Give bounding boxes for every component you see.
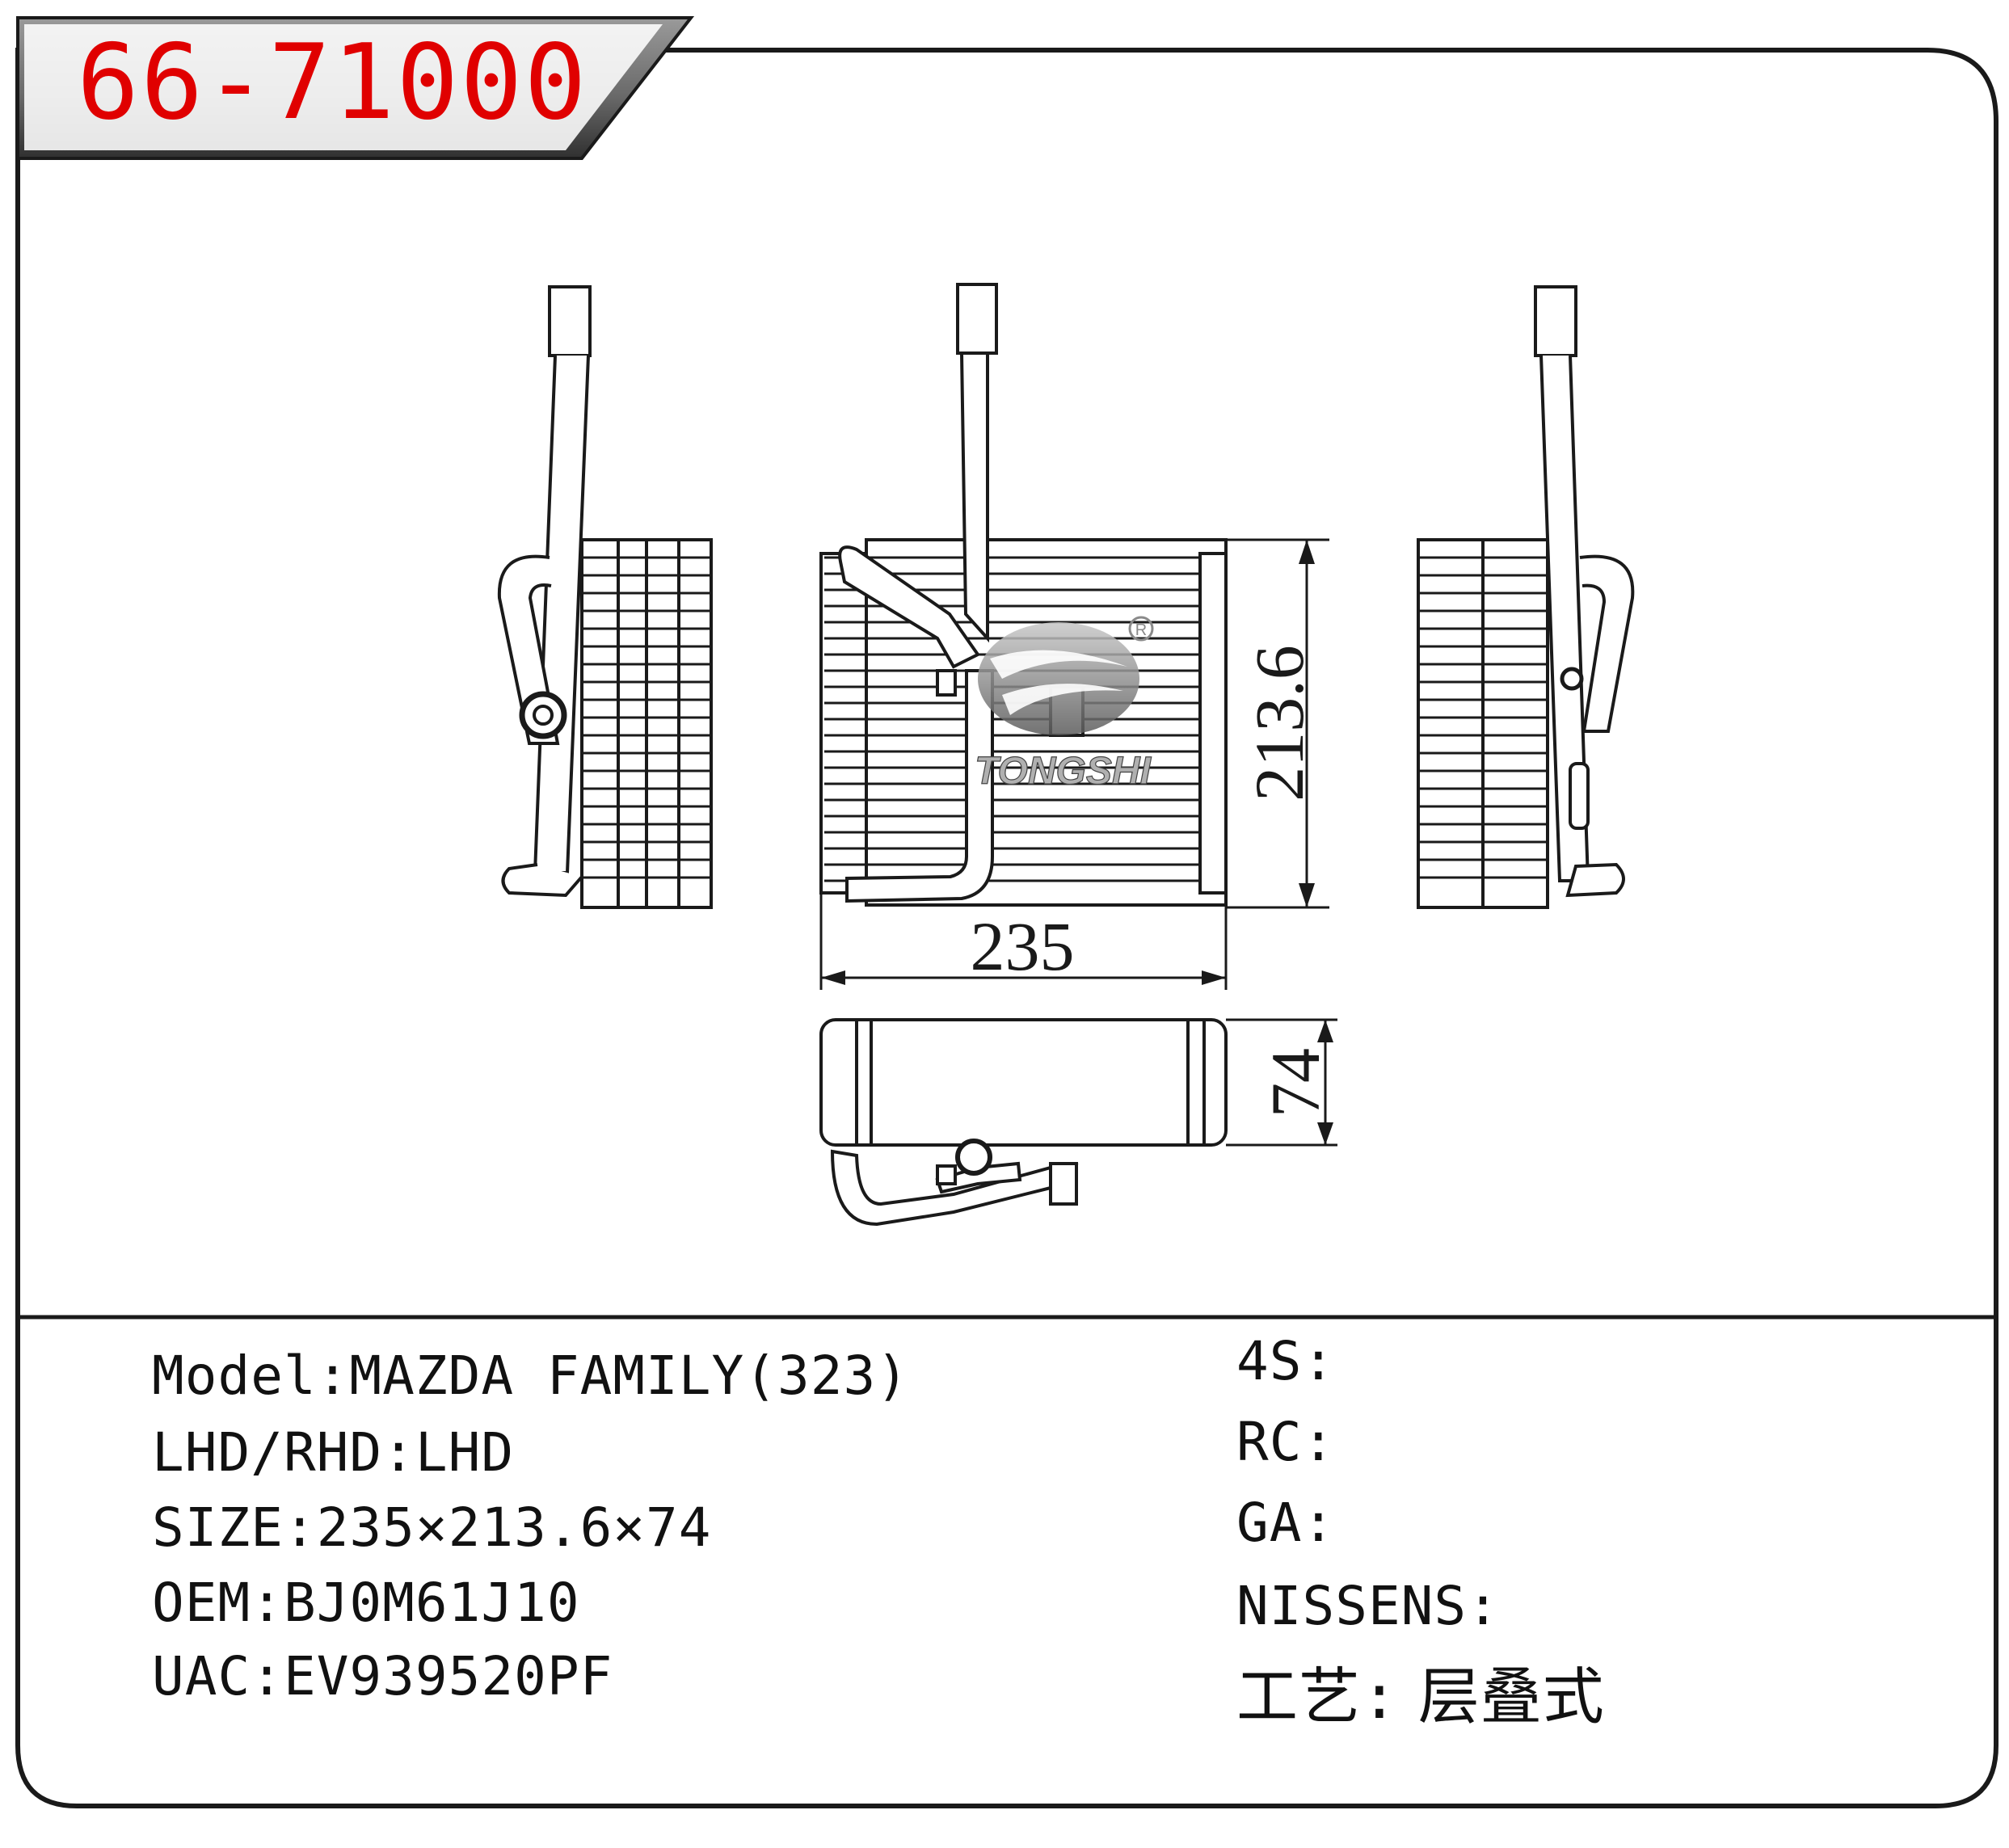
spec-process: 工艺:层叠式 <box>1236 1665 1605 1729</box>
top-end-fitting <box>1049 1162 1078 1206</box>
spec-model: Model:MAZDA FAMILY(323) <box>152 1349 909 1403</box>
spec-rc: RC: <box>1236 1416 1335 1469</box>
front-diagonal-pipe <box>838 545 980 669</box>
spec-lhd-rhd-value: LHD <box>415 1421 515 1484</box>
front-return-pipe <box>845 669 994 903</box>
spec-lhd-rhd-label: LHD/RHD: <box>152 1421 415 1484</box>
right-clip <box>1569 762 1590 830</box>
spec-4s-label: 4S: <box>1236 1330 1336 1392</box>
spec-uac-value: EV939520PF <box>283 1645 613 1707</box>
depth-dimension-label: 74 <box>1257 1048 1334 1118</box>
evaporator-top-view <box>819 1018 1337 1227</box>
right-pipe-cap <box>1534 285 1577 357</box>
registered-mark: R <box>1135 621 1147 639</box>
front-pipe <box>959 351 989 643</box>
spec-size: SIZE:235×213.6×74 <box>152 1501 712 1555</box>
spec-lhd-rhd: LHD/RHD:LHD <box>152 1426 514 1480</box>
spec-nissens-label: NISSENS: <box>1236 1575 1500 1637</box>
spec-nissens: NISSENS: <box>1236 1580 1500 1633</box>
front-left-header <box>819 552 868 895</box>
spec-uac-label: UAC: <box>152 1645 284 1707</box>
spec-size-label: SIZE: <box>152 1497 317 1559</box>
height-dimension-label: 213.6 <box>1240 645 1318 802</box>
spec-ga-label: GA: <box>1236 1492 1336 1554</box>
right-fitting-nut <box>1560 667 1584 691</box>
evaporator-left-side-view <box>497 285 713 909</box>
width-dimension-label: 235 <box>971 907 1075 985</box>
right-loop <box>1579 554 1635 733</box>
spec-rc-label: RC: <box>1236 1411 1336 1473</box>
front-right-tank <box>1198 552 1228 895</box>
spec-uac: UAC:EV939520PF <box>152 1650 613 1703</box>
left-bottom-elbow <box>501 863 583 898</box>
spec-oem-value: BJ0M61J10 <box>283 1572 580 1634</box>
top-core <box>819 1018 1228 1147</box>
spec-4s: 4S: <box>1236 1335 1335 1388</box>
spec-model-value: MAZDA FAMILY(323) <box>349 1345 909 1407</box>
spec-oem: OEM:BJ0M61J10 <box>152 1576 580 1630</box>
spec-model-label: Model: <box>152 1345 350 1407</box>
left-pipe-cap <box>548 285 592 357</box>
front-clip <box>936 669 957 697</box>
spec-size-value: 235×213.6×74 <box>316 1497 712 1559</box>
outer-frame <box>15 48 1998 1808</box>
top-fitting-nut <box>955 1139 992 1176</box>
right-bottom-elbow <box>1565 862 1625 898</box>
spec-oem-label: OEM: <box>152 1572 284 1634</box>
part-number: 66-71000 <box>77 23 588 143</box>
spec-process-label: 工艺: <box>1236 1661 1399 1732</box>
spec-ga: GA: <box>1236 1497 1335 1550</box>
front-pipe-cap <box>956 283 998 355</box>
spec-process-value: 层叠式 <box>1417 1661 1605 1732</box>
tongshi-logo: R TONGSHI <box>974 616 1154 794</box>
header-tab-highlight <box>24 24 663 150</box>
registered-mark-icon <box>1128 616 1154 642</box>
evaporator-right-side-view <box>1417 285 1635 909</box>
watermark-text: TONGSHI <box>975 750 1152 793</box>
